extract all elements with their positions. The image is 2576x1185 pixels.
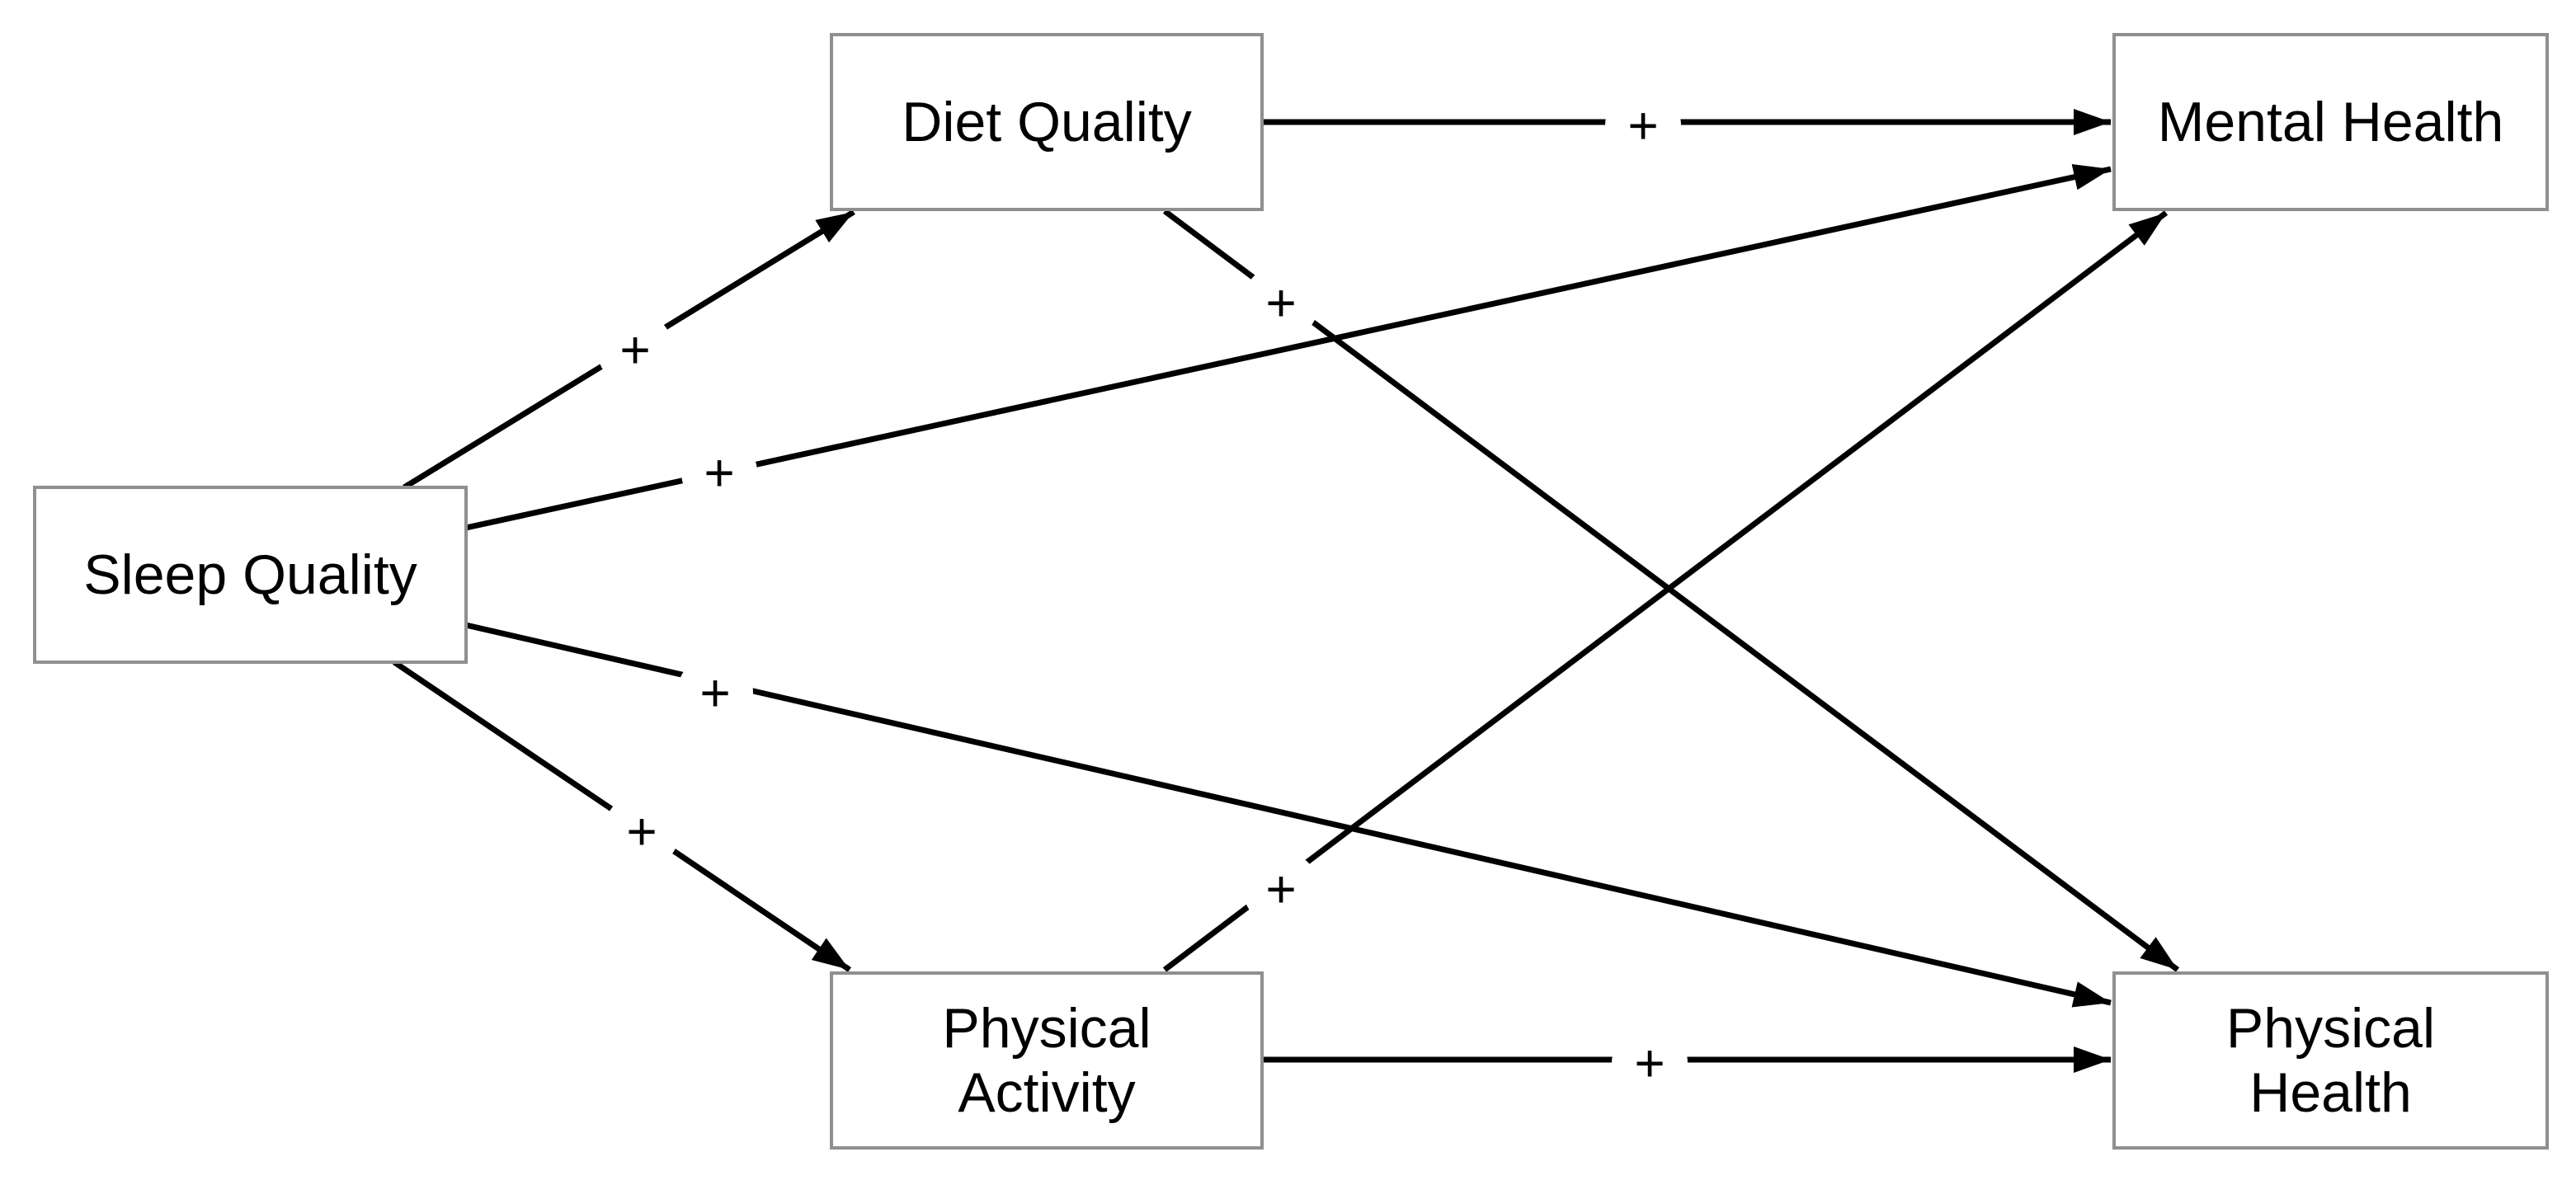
node-box	[830, 33, 1264, 211]
node-label: Activity	[958, 1061, 1135, 1124]
edge-sign-label: +	[626, 802, 657, 861]
edge-sign-label: +	[1634, 1033, 1665, 1093]
edge-label-halo	[597, 312, 673, 388]
edge-sign-label: +	[619, 320, 650, 379]
node-box	[33, 486, 468, 664]
node-box	[2112, 33, 2549, 211]
edge-label-halo	[1243, 851, 1319, 927]
edge-labels-layer: + + + + + + + +	[597, 87, 1688, 1101]
node-box	[830, 971, 1264, 1150]
edge-label-halo	[604, 793, 680, 869]
node-label: Health	[2249, 1061, 2412, 1124]
node-box	[2112, 971, 2549, 1150]
node-label: Physical	[942, 997, 1151, 1060]
node-diet-quality: Diet Quality	[830, 33, 1264, 211]
edge-label-halo	[1605, 87, 1681, 163]
node-mental-health: Mental Health	[2112, 33, 2549, 211]
node-label: Mental Health	[2158, 91, 2504, 153]
edge-sign-label: +	[704, 443, 734, 502]
edge-label-halo	[1612, 1025, 1688, 1101]
edge-sign-label: +	[1265, 273, 1296, 332]
node-label: Physical	[2226, 997, 2435, 1060]
edge-label-halo	[677, 655, 753, 731]
edge-sign-label: +	[699, 663, 730, 722]
edge-physical-activity-to-mental-health	[1162, 210, 2169, 972]
node-sleep-quality: Sleep Quality	[33, 486, 468, 664]
edge-label-halo	[681, 435, 757, 510]
node-label: Sleep Quality	[83, 543, 417, 606]
edge-sign-label: +	[1627, 96, 1658, 155]
node-label: Diet Quality	[902, 91, 1191, 153]
edge-sign-label: +	[1265, 859, 1296, 919]
edge-label-halo	[1243, 265, 1319, 341]
nodes-layer: Sleep Quality Diet Quality Mental HealthPh…	[33, 33, 2549, 1150]
